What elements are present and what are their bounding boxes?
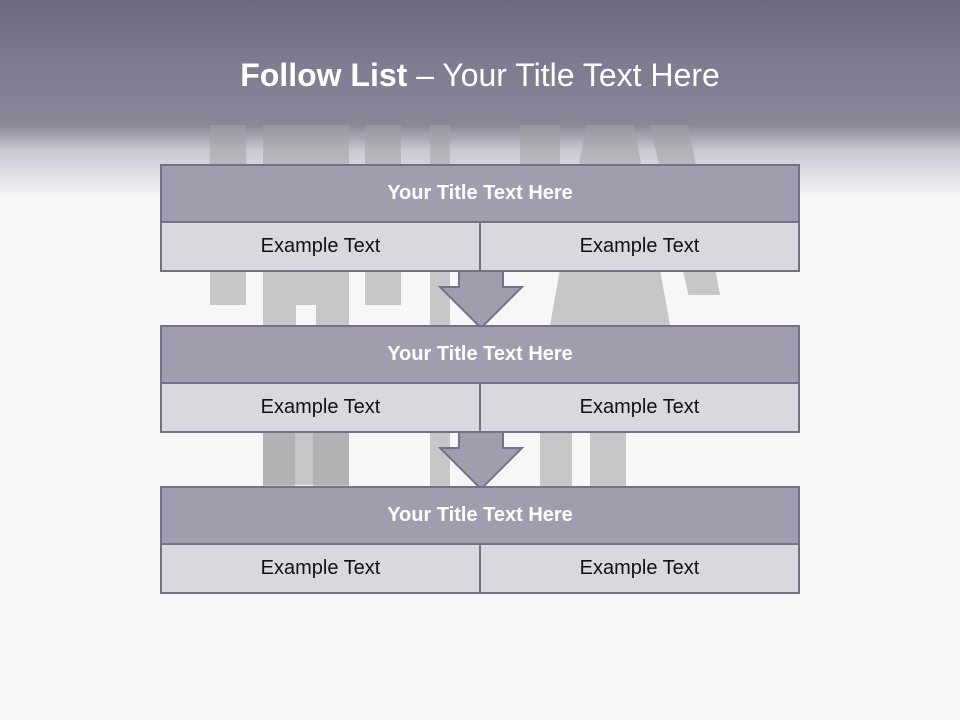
down-arrow-icon	[438, 270, 524, 330]
step-title: Your Title Text Here	[162, 166, 798, 223]
step-cell-left: Example Text	[162, 384, 479, 431]
step-title: Your Title Text Here	[162, 327, 798, 384]
down-arrow-icon	[438, 431, 524, 491]
step-cell-right: Example Text	[479, 384, 798, 431]
slide-title: Follow List – Your Title Text Here	[0, 50, 960, 100]
step-cell-right: Example Text	[479, 223, 798, 270]
title-bold-part: Follow List	[240, 57, 408, 93]
step-block-2: Your Title Text Here Example Text Exampl…	[160, 325, 800, 433]
step-block-3: Your Title Text Here Example Text Exampl…	[160, 486, 800, 594]
step-row: Example Text Example Text	[162, 545, 798, 592]
step-cell-left: Example Text	[162, 545, 479, 592]
step-row: Example Text Example Text	[162, 384, 798, 431]
title-rest-part: – Your Title Text Here	[407, 57, 720, 93]
step-row: Example Text Example Text	[162, 223, 798, 270]
step-cell-right: Example Text	[479, 545, 798, 592]
step-block-1: Your Title Text Here Example Text Exampl…	[160, 164, 800, 272]
step-title: Your Title Text Here	[162, 488, 798, 545]
step-cell-left: Example Text	[162, 223, 479, 270]
